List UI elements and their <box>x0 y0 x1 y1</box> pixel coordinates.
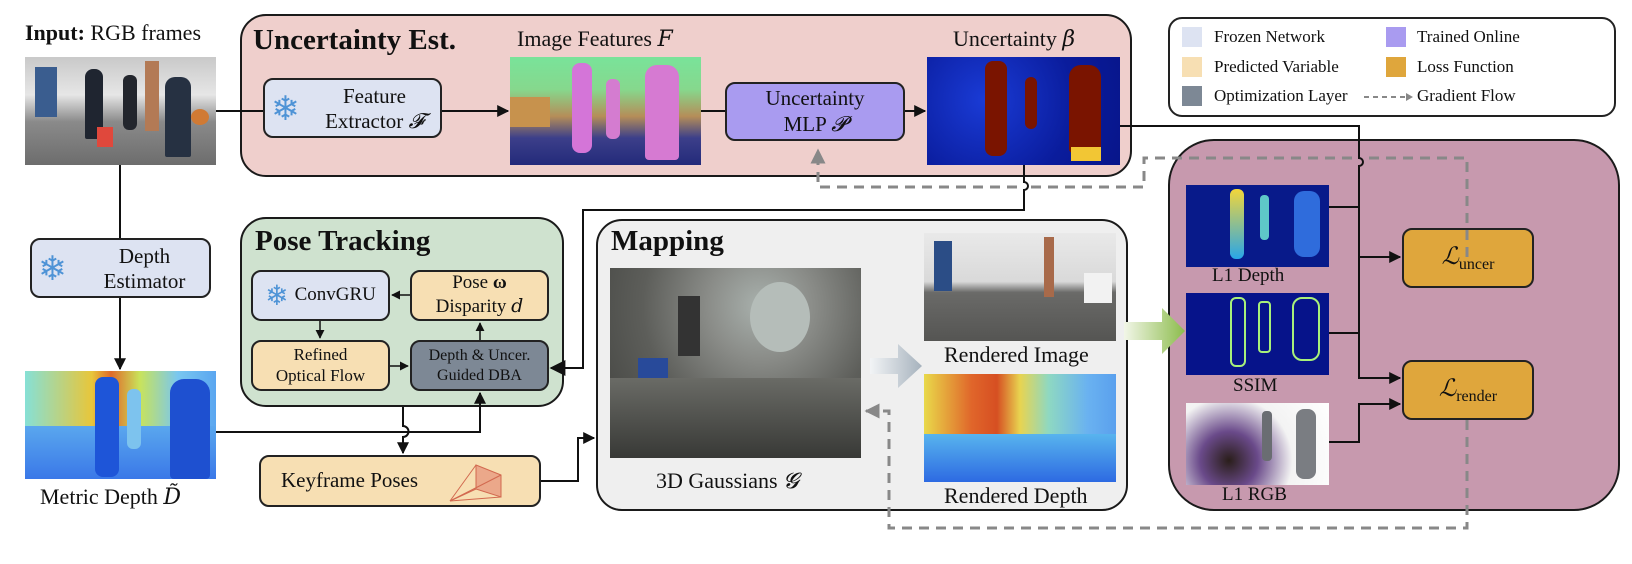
loss-uncer-symbol: ℒ <box>1441 241 1459 270</box>
feature-extractor-block: ❄ Feature Extractor 𝓕 <box>263 78 442 138</box>
legend-swatch-loss <box>1386 57 1406 77</box>
3d-gaussians-caption: 3D Gaussians 𝓖 <box>656 468 799 494</box>
image-features-symbol: F <box>657 27 673 52</box>
feature-extractor-symbol: 𝓕 <box>408 109 424 134</box>
l1-rgb-caption: L1 RGB <box>1222 484 1287 505</box>
image-features-caption: Image Features F <box>517 26 673 52</box>
image-features-label: Image Features <box>517 26 652 51</box>
mlp-line1: Uncertainty <box>765 86 865 111</box>
flow-line1: Refined <box>293 345 348 365</box>
loss-render-block: ℒrender <box>1402 360 1534 420</box>
metric-depth-caption: Metric Depth D̃ <box>40 484 181 510</box>
ssim-map <box>1186 293 1329 375</box>
metric-depth-map <box>25 371 216 479</box>
depth-estimator-line1: Depth <box>118 244 171 268</box>
uncertainty-panel-title: Uncertainty Est. <box>253 24 456 56</box>
refined-optical-flow-block: Refined Optical Flow <box>251 340 390 391</box>
camera-frustum-icon <box>449 464 502 502</box>
keyframe-poses-block: Keyframe Poses <box>259 455 541 507</box>
rendered-image-caption: Rendered Image <box>944 342 1089 367</box>
mlp-line2: MLP <box>783 111 826 136</box>
guided-dba-block: Depth & Uncer. Guided DBA <box>410 340 549 391</box>
legend-label-optimization: Optimization Layer <box>1214 86 1348 105</box>
metric-depth-symbol: D̃ <box>163 485 182 510</box>
loss-uncer-subscript: uncer <box>1458 256 1495 273</box>
l1-depth-map <box>1186 185 1329 267</box>
feature-extractor-line2: Extractor <box>325 109 404 134</box>
snowflake-icon: ❄ <box>265 278 289 312</box>
convgru-label: ConvGRU <box>294 284 376 306</box>
uncertainty-map <box>927 57 1120 165</box>
rendered-image <box>924 233 1116 341</box>
uncertainty-caption: Uncertainty β <box>953 26 1075 52</box>
flow-line2: Optical Flow <box>275 365 366 385</box>
legend-swatch-trained <box>1386 27 1406 47</box>
keyframe-to-mapping-arrow <box>541 432 596 482</box>
legend <box>1168 17 1616 117</box>
image-features-map <box>510 57 701 165</box>
legend-label-predicted: Predicted Variable <box>1214 57 1339 76</box>
disparity-symbol: d <box>511 295 524 317</box>
dba-line1: Depth & Uncer. <box>428 347 531 365</box>
3d-gaussians-label: 3D Gaussians <box>656 468 778 493</box>
pose-tracking-title: Pose Tracking <box>255 225 431 257</box>
legend-swatch-predicted <box>1182 57 1202 77</box>
loss-render-symbol: ℒ <box>1438 373 1457 402</box>
pose-label: Pose <box>452 272 489 294</box>
3d-gaussians-symbol: 𝓖 <box>783 469 799 494</box>
mlp-symbol: 𝓟 <box>831 111 847 136</box>
dba-line2: Guided DBA <box>437 366 522 384</box>
rendered-depth-caption: Rendered Depth <box>944 483 1088 508</box>
rendered-depth <box>924 374 1116 482</box>
metric-depth-label: Metric Depth <box>40 484 158 509</box>
legend-label-loss: Loss Function <box>1417 57 1514 76</box>
depth-estimator-block: ❄ Depth Estimator <box>30 238 211 298</box>
pose-disparity-block: Pose ω Disparity d <box>410 270 549 321</box>
depth-estimator-line2: Estimator <box>103 269 186 294</box>
legend-gradient-flow-arrow-icon <box>1364 93 1413 101</box>
l1-rgb-map <box>1186 403 1329 485</box>
input-label-bold: Input: <box>25 20 85 45</box>
legend-label-frozen: Frozen Network <box>1214 27 1325 46</box>
uncertainty-mlp-block: Uncertainty MLP 𝓟 <box>725 82 905 141</box>
l1-depth-caption: L1 Depth <box>1212 265 1285 286</box>
convgru-block: ❄ ConvGRU <box>251 270 390 321</box>
legend-swatch-optimization <box>1182 86 1202 106</box>
3d-gaussians-render <box>610 268 861 458</box>
legend-label-gradient: Gradient Flow <box>1417 86 1516 105</box>
uncertainty-symbol: β <box>1062 27 1076 52</box>
input-label: Input: RGB frames <box>25 20 201 46</box>
loss-render-subscript: render <box>1456 388 1498 405</box>
loss-uncer-block: ℒuncer <box>1402 228 1534 288</box>
ssim-caption: SSIM <box>1233 375 1278 396</box>
input-label-text: RGB frames <box>90 20 202 45</box>
tracking-to-keyframe-arrow <box>397 407 410 455</box>
uncertainty-label: Uncertainty <box>953 26 1057 51</box>
mapping-title: Mapping <box>611 225 724 257</box>
input-rgb-image <box>25 57 216 165</box>
pose-symbol: ω <box>492 272 507 294</box>
keyframe-poses-label: Keyframe Poses <box>281 468 419 493</box>
snowflake-icon: ❄ <box>271 89 300 129</box>
disparity-label: Disparity <box>435 296 507 317</box>
legend-label-trained: Trained Online <box>1417 27 1520 46</box>
feature-extractor-line1: Feature <box>343 84 406 108</box>
legend-swatch-frozen <box>1182 27 1202 47</box>
snowflake-icon: ❄ <box>38 249 67 289</box>
